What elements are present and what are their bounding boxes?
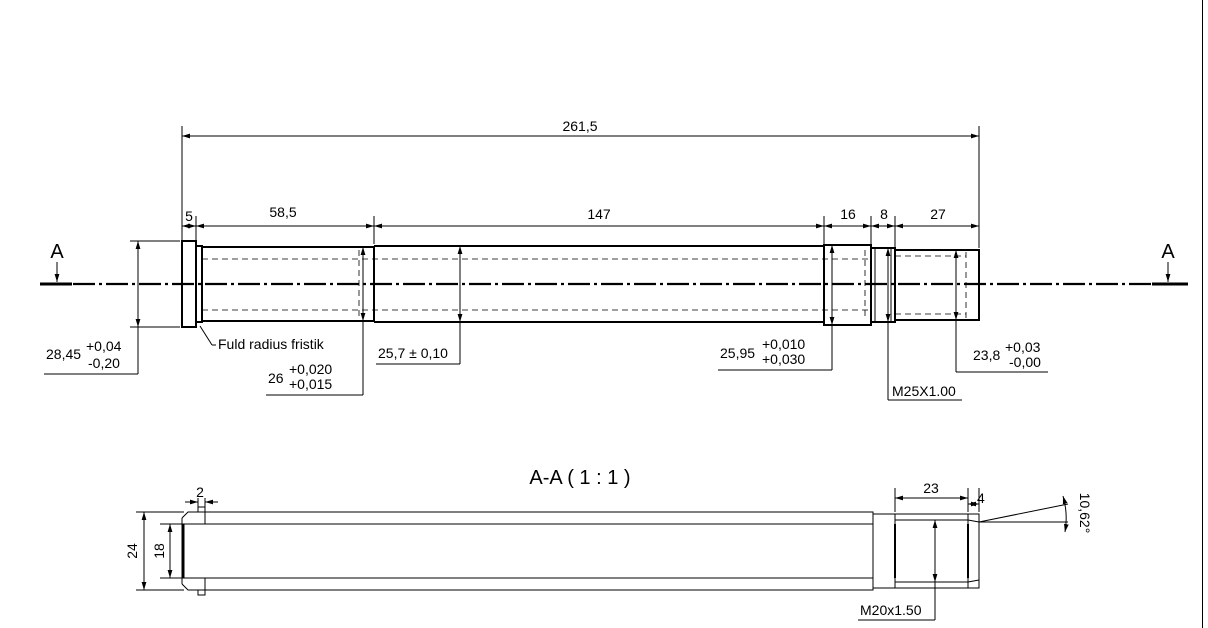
svg-text:+0,010: +0,010 bbox=[762, 336, 805, 352]
hatched-wall-top bbox=[204, 511, 874, 525]
drawing-frame-border bbox=[1202, 0, 1203, 628]
dim-segments: 5 58,5 147 16 8 27 bbox=[182, 204, 979, 248]
shaft-outline bbox=[181, 240, 980, 328]
svg-text:A: A bbox=[1161, 241, 1175, 263]
dim-overall: 261,5 bbox=[181, 118, 980, 248]
svg-text:261,5: 261,5 bbox=[562, 118, 597, 134]
dim-inner-dia-18: 18 bbox=[151, 523, 182, 579]
section-view: A-A ( 1 : 1 ) bbox=[124, 467, 1093, 621]
svg-text:10,62°: 10,62° bbox=[1077, 493, 1093, 534]
svg-text:147: 147 bbox=[587, 206, 611, 222]
svg-text:58,5: 58,5 bbox=[269, 204, 296, 220]
svg-text:+0,020: +0,020 bbox=[289, 361, 332, 377]
svg-text:A: A bbox=[50, 241, 64, 263]
main-view: A A bbox=[40, 118, 1188, 401]
section-title: A-A ( 1 : 1 ) bbox=[529, 467, 630, 489]
svg-text:M20x1.50: M20x1.50 bbox=[860, 602, 922, 618]
dim-angle: 10,62° bbox=[978, 493, 1093, 534]
dim-diameter-26: 26 +0,020 +0,015 bbox=[266, 247, 366, 396]
dim-chamfer-4: 4 bbox=[968, 488, 985, 512]
svg-text:+0,030: +0,030 bbox=[762, 351, 805, 367]
svg-text:2: 2 bbox=[196, 484, 204, 500]
dim-diameter-25-7: 25,7 ± 0,10 bbox=[376, 246, 463, 365]
svg-text:23: 23 bbox=[923, 480, 939, 496]
svg-text:-0,00: -0,00 bbox=[1009, 354, 1041, 370]
hidden-bore-lines bbox=[202, 250, 967, 318]
section-marker-right: A bbox=[1161, 241, 1175, 282]
dim-outer-dia-24: 24 bbox=[124, 511, 184, 591]
svg-text:4: 4 bbox=[977, 490, 985, 506]
hatched-wall-bottom bbox=[204, 577, 874, 591]
dim-diameter-23-8: 23,8 +0,03 -0,00 bbox=[953, 250, 1048, 373]
svg-text:24: 24 bbox=[124, 543, 140, 559]
dim-thread-m20: M20x1.50 bbox=[858, 520, 938, 621]
svg-text:25,7 ± 0,10: 25,7 ± 0,10 bbox=[378, 345, 448, 361]
svg-text:25,95: 25,95 bbox=[720, 345, 755, 361]
svg-text:-0,20: -0,20 bbox=[88, 355, 120, 371]
svg-text:28,45: 28,45 bbox=[46, 346, 81, 362]
svg-text:+0,015: +0,015 bbox=[289, 376, 332, 392]
svg-text:Fuld radius fristik: Fuld radius fristik bbox=[218, 336, 325, 352]
svg-text:23,8: 23,8 bbox=[973, 347, 1000, 363]
dim-thread-length-23: 23 bbox=[894, 480, 969, 512]
svg-text:+0,03: +0,03 bbox=[1005, 339, 1041, 355]
dim-groove-2: 2 bbox=[185, 484, 218, 508]
svg-text:16: 16 bbox=[840, 206, 856, 222]
note-radius: Fuld radius fristik bbox=[199, 325, 325, 352]
dim-diameter-28-45: 28,45 +0,04 -0,20 bbox=[44, 240, 180, 375]
section-marker-left: A bbox=[50, 241, 64, 282]
dim-thread-m25: M25X1.00 bbox=[885, 248, 962, 401]
svg-text:18: 18 bbox=[151, 543, 167, 559]
dim-diameter-25-95: 25,95 +0,010 +0,030 bbox=[718, 245, 835, 371]
svg-text:26: 26 bbox=[268, 370, 284, 386]
svg-text:+0,04: +0,04 bbox=[86, 338, 122, 354]
svg-text:M25X1.00: M25X1.00 bbox=[892, 383, 956, 399]
svg-text:27: 27 bbox=[930, 206, 946, 222]
svg-text:5: 5 bbox=[185, 208, 193, 224]
svg-text:8: 8 bbox=[880, 206, 888, 222]
section-outline bbox=[181, 506, 980, 596]
